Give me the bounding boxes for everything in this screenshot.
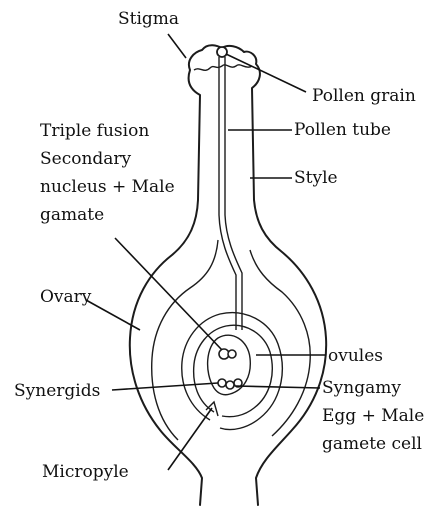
label-synergids: Synergids [14, 381, 100, 401]
label-micropyle: Micropyle [42, 462, 129, 482]
label-triple-fusion-3: nucleus + Male [40, 177, 175, 197]
label-syngamy-3: gamete cell [322, 434, 422, 454]
leader-ovary [86, 300, 140, 330]
label-pollen-grain: Pollen grain [312, 86, 416, 106]
label-syngamy-2: Egg + Male [322, 406, 424, 426]
egg-cell [226, 381, 234, 389]
label-syngamy-1: Syngamy [322, 378, 401, 398]
ovule-integument-outer [182, 313, 283, 430]
leader-syngamy [236, 386, 320, 388]
synergid-left [218, 379, 226, 387]
label-triple-fusion-2: Secondary [40, 149, 132, 169]
pollen-tube-left [219, 57, 236, 330]
leader-stigma [168, 34, 186, 58]
ovary-wall-outer [152, 240, 218, 440]
label-ovules: ovules [328, 346, 383, 366]
label-style: Style [294, 168, 338, 188]
label-pollen-tube: Pollen tube [294, 120, 391, 140]
label-stigma: Stigma [118, 9, 179, 29]
ovary-wall-right [250, 250, 310, 436]
ovule-integument-inner [194, 325, 273, 416]
label-triple-fusion-1: Triple fusion [40, 121, 149, 141]
pollen-tube-right [225, 57, 242, 330]
stigma-surface [194, 65, 252, 70]
label-triple-fusion-4: gamate [40, 205, 104, 225]
leader-synergids [112, 383, 218, 390]
male-gamete-central [228, 350, 236, 358]
pistil-outline [130, 45, 326, 505]
label-ovary: Ovary [40, 287, 92, 307]
leader-pollen-grain [226, 54, 306, 92]
pollen-grain-shape [217, 47, 227, 57]
